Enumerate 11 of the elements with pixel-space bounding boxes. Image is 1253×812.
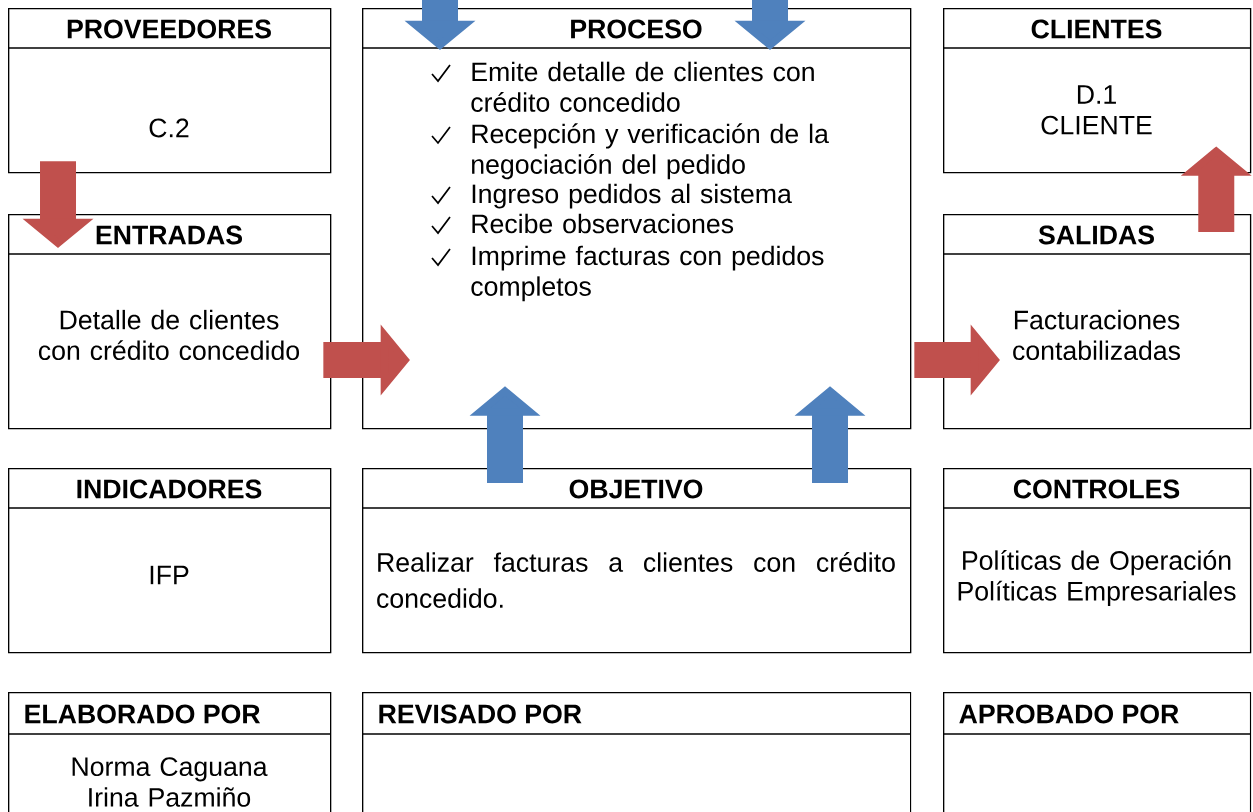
labeled-box: CONTROLES Políticas de Operación Políticas Empresariales — [942, 468, 1252, 654]
labeled-box: ELABORADO POR Norma Caguana Irina Pazmiño — [7, 692, 332, 812]
labeled-box: OBJETIVO Realizar facturas a clientes con crédito concedido. — [361, 468, 912, 654]
labeled-box: CLIENTES D.1 CLIENTE — [942, 8, 1252, 174]
labeled-box: INDICADORES IFP — [7, 468, 332, 654]
labeled-box: PROCESO Emite detalle de clientes con crédito concedido Recepción y verificación de la negociación del pedido Ingreso pedidos al sistema Recibe observaciones Imprime facturas con pedidos completos — [361, 8, 912, 430]
labeled-box: SALIDAS Facturaciones contabilizadas — [942, 214, 1252, 430]
labeled-box: PROVEEDORES C.2 — [7, 8, 332, 174]
labeled-box: REVISADO POR — [361, 692, 912, 812]
labeled-box: APROBADO POR — [942, 692, 1252, 812]
labeled-box: ENTRADAS Detalle de clientes con crédito concedido — [7, 214, 332, 430]
